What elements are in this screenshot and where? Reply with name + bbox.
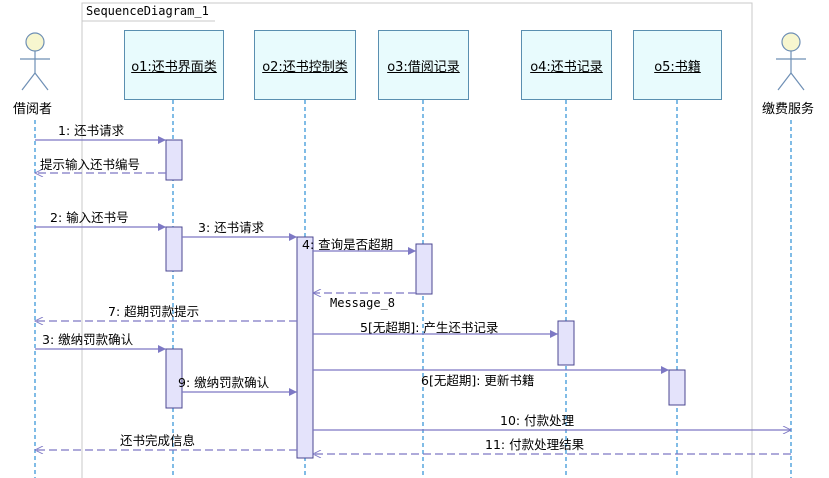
- object-box-o2[interactable]: o2:还书控制类: [254, 30, 356, 100]
- activation-o1-b: [165, 226, 183, 272]
- msg-6-label: Message_8: [330, 296, 396, 310]
- msg-12-label: 10: 付款处理: [500, 413, 575, 428]
- object-label-o2: o2:还书控制类: [262, 59, 348, 75]
- msg-11-label: 6[无超期]: 更新书籍: [421, 373, 535, 388]
- msg-4-label: 3: 还书请求: [198, 220, 265, 235]
- activation-o1-a: [165, 139, 183, 181]
- object-box-o4[interactable]: o4:还书记录: [521, 30, 612, 100]
- msg-5-label: 4: 查询是否超期: [302, 237, 394, 252]
- frame-title: SequenceDiagram_1: [86, 4, 209, 18]
- object-box-o3[interactable]: o3:借阅记录: [378, 30, 469, 100]
- actor-payment-label: 缴费服务: [762, 102, 815, 117]
- msg-8-label: 5[无超期]: 产生还书记录: [360, 320, 499, 335]
- actor-borrower-figure: [20, 32, 50, 91]
- msg-9-label: 3: 缴纳罚款确认: [42, 332, 134, 347]
- actor-borrower-label: 借阅者: [13, 102, 53, 117]
- frame-border: [81, 2, 753, 478]
- activation-o5: [668, 369, 686, 406]
- object-label-o1: o1:还书界面类: [131, 59, 217, 75]
- msg-3-label: 2: 输入还书号: [50, 210, 129, 225]
- activation-o4: [557, 320, 575, 366]
- activation-o1-c: [165, 348, 183, 409]
- msg-7-label: 7: 超期罚款提示: [108, 304, 200, 319]
- object-label-o4: o4:还书记录: [530, 59, 603, 75]
- msg-13-label: 11: 付款处理结果: [485, 437, 585, 452]
- activation-o2: [296, 236, 314, 459]
- object-box-o5[interactable]: o5:书籍: [633, 30, 722, 100]
- msg-1-label: 1: 还书请求: [58, 123, 125, 138]
- msg-2-label: 提示输入还书编号: [40, 157, 141, 172]
- activation-o3: [415, 243, 433, 295]
- msg-10-label: 9: 缴纳罚款确认: [178, 375, 270, 390]
- object-box-o1[interactable]: o1:还书界面类: [124, 30, 224, 100]
- object-label-o3: o3:借阅记录: [387, 59, 460, 75]
- actor-payment-figure: [776, 32, 806, 91]
- msg-14-label: 还书完成信息: [120, 433, 196, 448]
- object-label-o5: o5:书籍: [654, 59, 701, 75]
